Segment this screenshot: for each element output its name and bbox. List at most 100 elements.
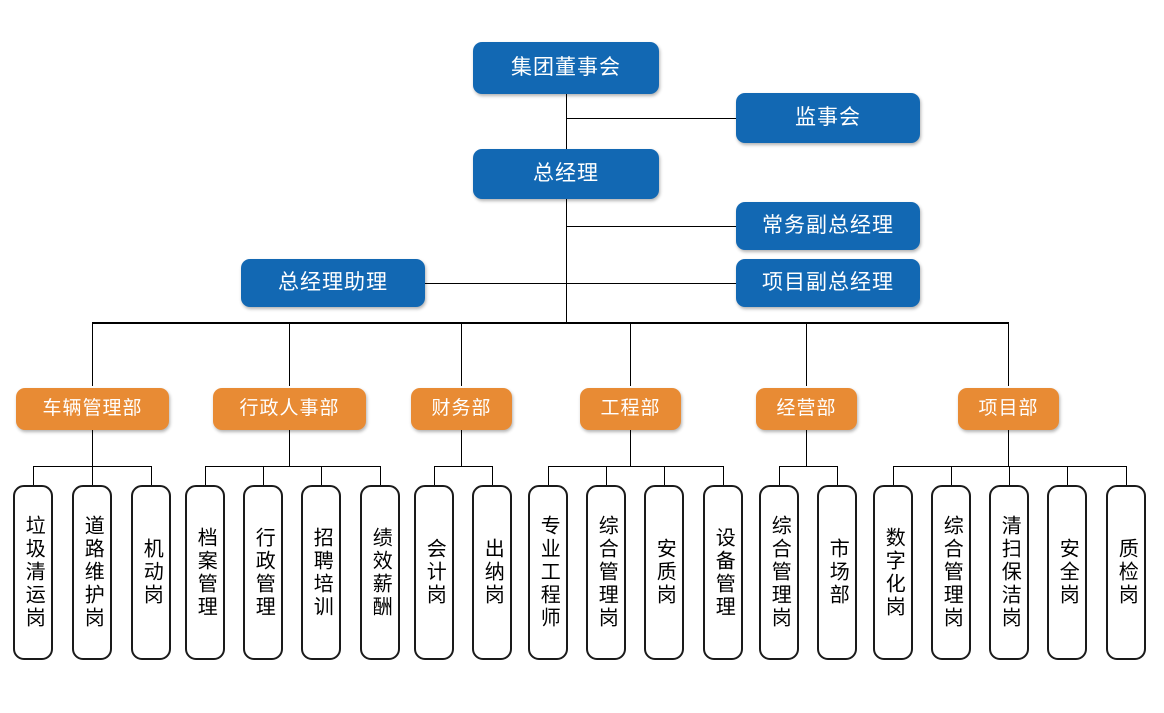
node-position-label: 机动岗: [140, 538, 163, 607]
connector-board-to-supervisory: [566, 118, 736, 119]
department-bus: [92, 322, 1009, 324]
connector-bus-to-dept-5: [806, 322, 807, 386]
connector-bus-to-dept-2: [289, 322, 290, 386]
node-exec-deputy-gm[interactable]: 常务副总经理: [736, 202, 920, 250]
connector-dept6-leaf-1: [893, 466, 894, 485]
node-position-label: 安全岗: [1056, 538, 1079, 607]
connector-dept4-leaf-2: [606, 466, 607, 485]
connector-dept6-leaf-4: [1067, 466, 1068, 485]
connector-gm-trunk: [566, 198, 567, 323]
node-department-finance[interactable]: 财务部: [411, 388, 512, 430]
node-position[interactable]: 安全岗: [1047, 485, 1087, 660]
node-position[interactable]: 市场部: [817, 485, 857, 660]
node-position-label: 市场部: [826, 538, 849, 607]
node-general-manager-label: 总经理: [533, 162, 599, 186]
node-position-label: 综合管理岗: [940, 515, 963, 630]
node-position[interactable]: 垃圾清运岗: [13, 485, 53, 660]
sub-bus-dept5: [779, 466, 837, 467]
node-position-label: 道路维护岗: [81, 515, 104, 630]
connector-dept6-leaf-3: [1009, 466, 1010, 485]
node-position[interactable]: 清扫保洁岗: [989, 485, 1029, 660]
node-position-label: 招聘培训: [310, 526, 333, 619]
connector-gm-assistant: [425, 283, 566, 284]
connector-dept3-stem: [461, 428, 462, 466]
node-supervisory-board[interactable]: 监事会: [736, 93, 920, 143]
node-position-label: 行政管理: [252, 526, 275, 619]
node-position[interactable]: 综合管理岗: [931, 485, 971, 660]
node-department-project[interactable]: 项目部: [958, 388, 1059, 430]
node-position[interactable]: 档案管理: [185, 485, 225, 660]
node-position-label: 垃圾清运岗: [22, 515, 45, 630]
node-position[interactable]: 绩效薪酬: [360, 485, 400, 660]
node-position[interactable]: 设备管理: [703, 485, 743, 660]
connector-dept1-leaf-1: [33, 466, 34, 485]
connector-bus-to-dept-6: [1008, 322, 1009, 386]
connector-dept6-leaf-2: [951, 466, 952, 485]
node-position[interactable]: 机动岗: [131, 485, 171, 660]
connector-dept5-stem: [806, 428, 807, 466]
node-department-engineering[interactable]: 工程部: [580, 388, 681, 430]
node-project-deputy-gm[interactable]: 项目副总经理: [736, 259, 920, 307]
connector-gm-to-project-deputy: [566, 283, 736, 284]
node-position[interactable]: 安质岗: [644, 485, 684, 660]
node-position[interactable]: 质检岗: [1106, 485, 1146, 660]
connector-bus-to-dept-1: [92, 322, 93, 386]
connector-dept2-stem: [289, 428, 290, 466]
connector-bus-to-dept-3: [461, 322, 462, 386]
node-board[interactable]: 集团董事会: [473, 42, 659, 94]
node-position[interactable]: 出纳岗: [472, 485, 512, 660]
connector-dept6-leaf-5: [1126, 466, 1127, 485]
connector-dept2-leaf-1: [205, 466, 206, 485]
node-position[interactable]: 行政管理: [243, 485, 283, 660]
connector-dept2-leaf-2: [263, 466, 264, 485]
sub-bus-dept4: [548, 466, 723, 467]
connector-dept2-leaf-4: [380, 466, 381, 485]
node-position-label: 档案管理: [194, 526, 217, 619]
connector-dept4-leaf-4: [723, 466, 724, 485]
node-position-label: 会计岗: [423, 538, 446, 607]
node-position[interactable]: 会计岗: [414, 485, 454, 660]
node-position-label: 质检岗: [1115, 538, 1138, 607]
node-position-label: 综合管理岗: [768, 515, 791, 630]
connector-board-to-gm: [566, 94, 567, 152]
node-department-label: 经营部: [776, 397, 837, 419]
connector-dept3-leaf-1: [434, 466, 435, 485]
node-position[interactable]: 招聘培训: [301, 485, 341, 660]
connector-dept3-leaf-2: [492, 466, 493, 485]
node-department-operations[interactable]: 经营部: [756, 388, 857, 430]
node-position-label: 综合管理岗: [595, 515, 618, 630]
node-position-label: 设备管理: [712, 526, 735, 619]
node-gm-assistant[interactable]: 总经理助理: [241, 259, 425, 307]
node-position[interactable]: 道路维护岗: [72, 485, 112, 660]
node-department-label: 行政人事部: [239, 397, 340, 419]
node-department-admin-hr[interactable]: 行政人事部: [213, 388, 366, 430]
sub-bus-dept3: [434, 466, 492, 467]
connector-bus-to-dept-4: [630, 322, 631, 386]
node-exec-deputy-gm-label: 常务副总经理: [762, 214, 894, 238]
node-position-label: 专业工程师: [537, 515, 560, 630]
sub-bus-dept2: [205, 466, 380, 467]
node-position-label: 安质岗: [653, 538, 676, 607]
node-position-label: 数字化岗: [882, 526, 905, 619]
node-position[interactable]: 综合管理岗: [759, 485, 799, 660]
node-position[interactable]: 专业工程师: [528, 485, 568, 660]
connector-dept6-stem: [1008, 428, 1009, 466]
connector-dept4-leaf-3: [664, 466, 665, 485]
node-department-label: 车辆管理部: [42, 397, 143, 419]
connector-dept5-leaf-1: [779, 466, 780, 485]
connector-gm-to-exec-deputy: [566, 226, 736, 227]
node-department-label: 工程部: [600, 397, 661, 419]
node-department-vehicle-management[interactable]: 车辆管理部: [16, 388, 169, 430]
node-project-deputy-gm-label: 项目副总经理: [762, 271, 894, 295]
node-general-manager[interactable]: 总经理: [473, 149, 659, 199]
connector-dept2-leaf-3: [321, 466, 322, 485]
connector-dept4-leaf-1: [548, 466, 549, 485]
node-position[interactable]: 数字化岗: [873, 485, 913, 660]
node-position[interactable]: 综合管理岗: [586, 485, 626, 660]
node-position-label: 出纳岗: [481, 538, 504, 607]
connector-dept5-leaf-2: [837, 466, 838, 485]
node-position-label: 清扫保洁岗: [998, 515, 1021, 630]
node-department-label: 财务部: [431, 397, 492, 419]
node-board-label: 集团董事会: [511, 56, 621, 80]
connector-dept4-stem: [630, 428, 631, 466]
